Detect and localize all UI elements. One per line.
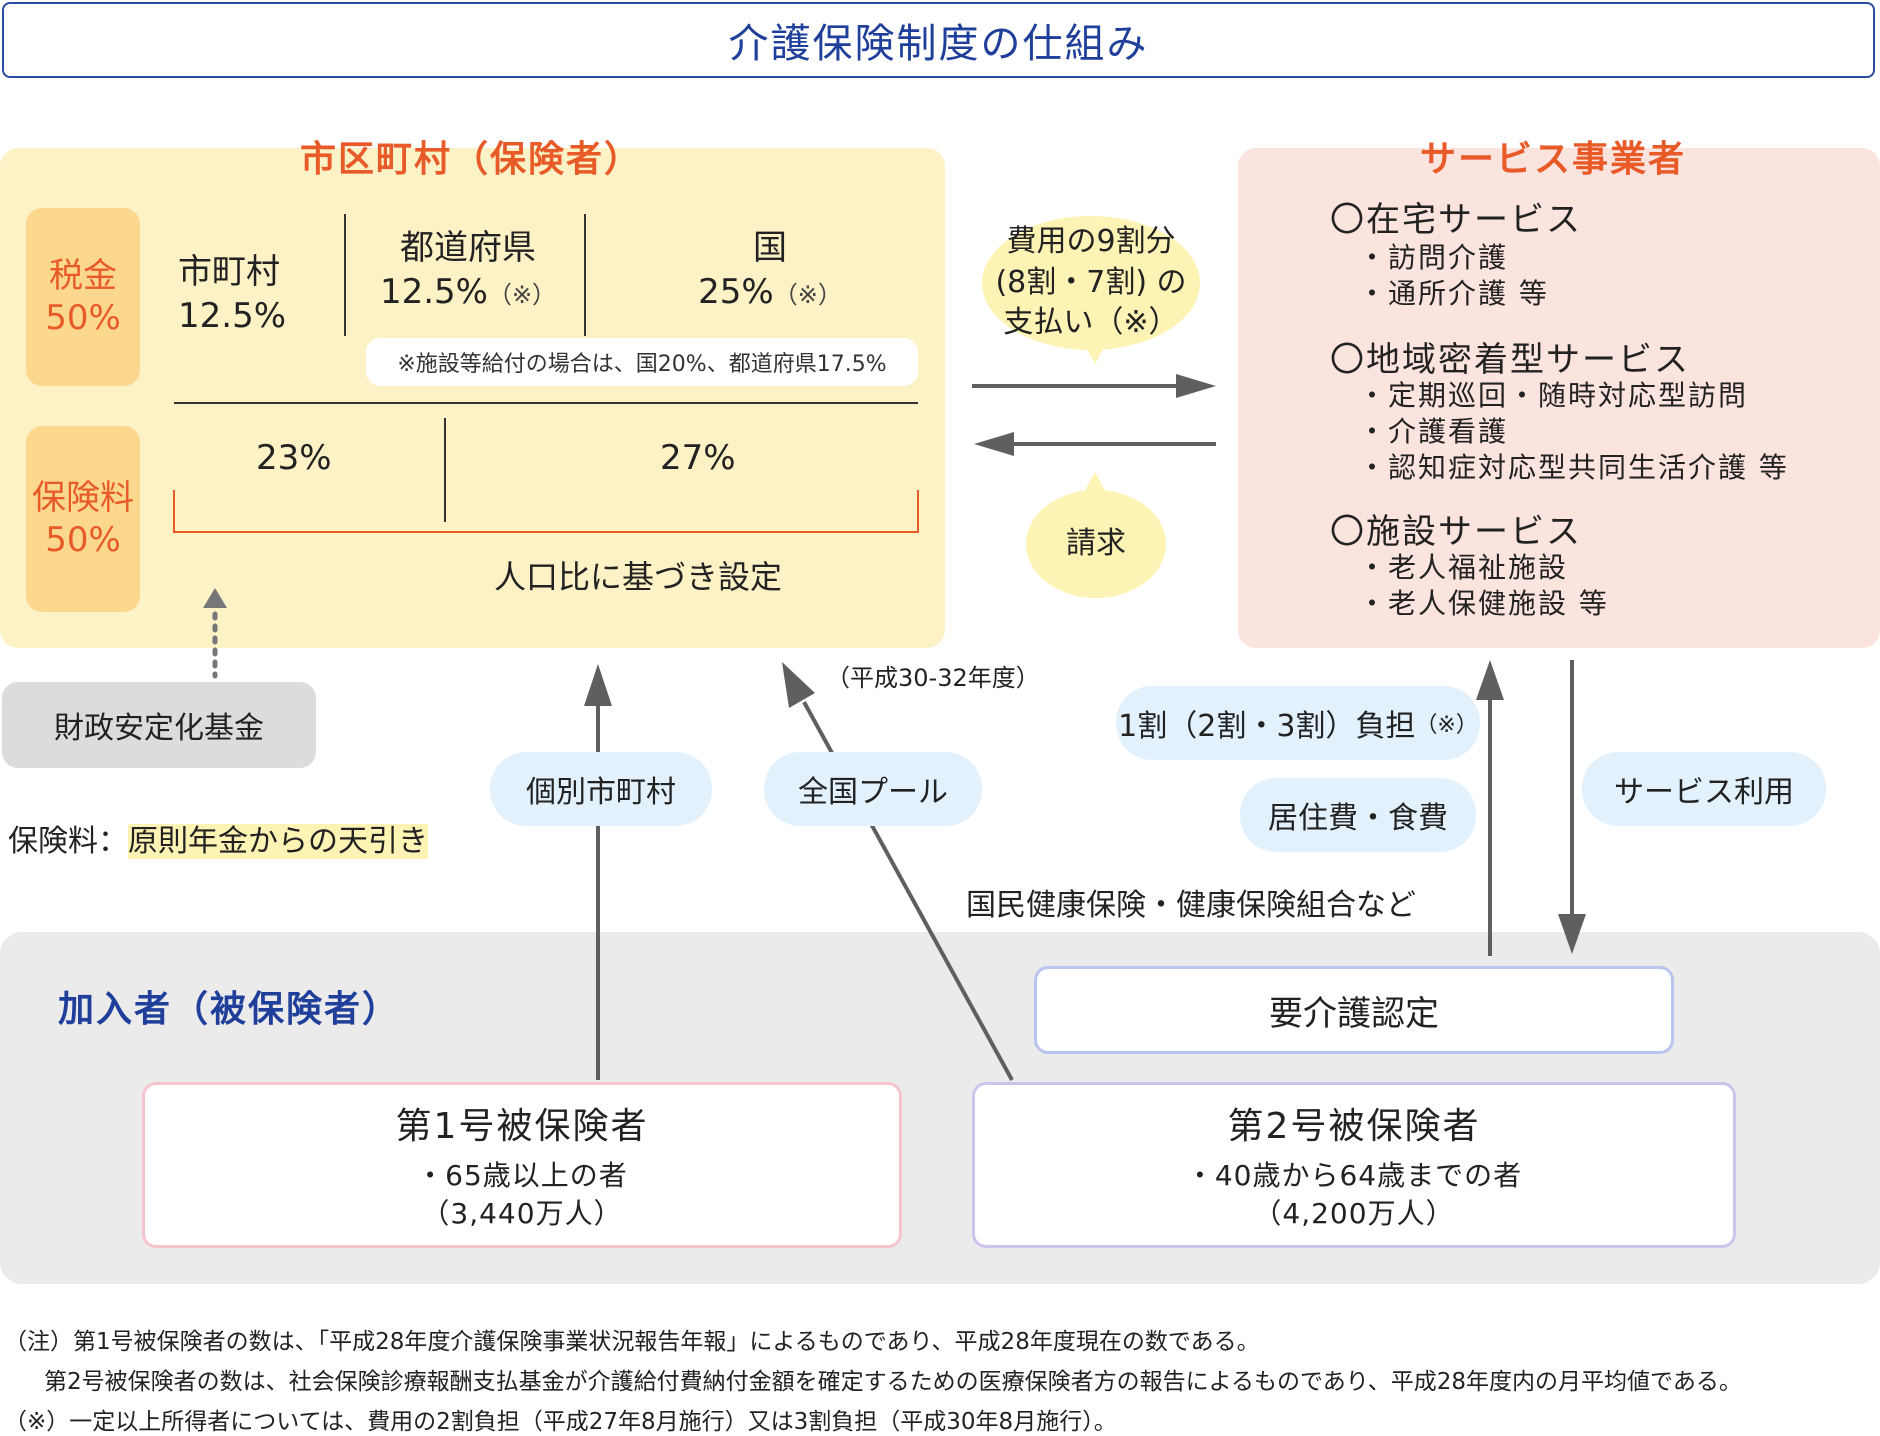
facility-note: ※施設等給付の場合は、国20%、都道府県17.5% bbox=[366, 338, 918, 386]
premium-second-pct: 27% bbox=[660, 438, 736, 478]
second-insured-title: 第2号被保険者 bbox=[1227, 1106, 1481, 1148]
divider-horizontal bbox=[174, 402, 918, 404]
service-item: ・定期巡回・随時対応型訪問 bbox=[1358, 379, 1749, 412]
premium-label: 保険料 50% bbox=[26, 426, 140, 612]
service-group-community-head: 〇地域密着型サービス bbox=[1330, 340, 1690, 380]
provider-panel bbox=[1238, 148, 1880, 648]
housing-food-pill: 居住費・食費 bbox=[1240, 778, 1476, 852]
footnote-3: （※）一定以上所得者については、費用の2割負担（平成27年8月施行）又は3割負担… bbox=[4, 1409, 1117, 1435]
payment-line-3: 支払い（※） bbox=[1003, 305, 1179, 341]
service-group-facility-head: 〇施設サービス bbox=[1330, 512, 1582, 552]
premium-label-pct: 50% bbox=[45, 520, 121, 560]
tax-label-text: 税金 bbox=[49, 255, 117, 296]
service-item: ・通所介護 等 bbox=[1358, 277, 1549, 310]
prefecture-pct: 12.5% bbox=[379, 272, 488, 313]
claim-bubble: 請求 bbox=[1026, 490, 1166, 598]
divider-vertical-1 bbox=[344, 214, 346, 336]
national-share: 国 25%（※） bbox=[600, 226, 940, 314]
payment-claim-arrows bbox=[972, 374, 1216, 456]
national-mark: （※） bbox=[773, 281, 842, 310]
municipality-name: 市町村 bbox=[178, 252, 280, 292]
copay-pill: 1割（2割・3割）負担（※） bbox=[1116, 686, 1480, 760]
divider-vertical-2 bbox=[584, 214, 586, 336]
second-insured-count: （4,200万人） bbox=[1253, 1197, 1455, 1230]
copay-mark: （※） bbox=[1415, 713, 1478, 738]
prefecture-share: 都道府県 12.5%（※） bbox=[352, 226, 584, 314]
prefecture-name: 都道府県 bbox=[400, 228, 536, 268]
first-insured-count: （3,440万人） bbox=[421, 1197, 623, 1230]
service-item: ・訪問介護 bbox=[1358, 241, 1509, 274]
population-note: 人口比に基づき設定 bbox=[494, 558, 783, 596]
first-insured-card: 第1号被保険者 ・65歳以上の者 （3,440万人） bbox=[142, 1082, 902, 1248]
tax-label: 税金 50% bbox=[26, 208, 140, 386]
service-use-pill: サービス利用 bbox=[1582, 752, 1826, 826]
tax-label-pct: 50% bbox=[45, 298, 121, 338]
national-pct: 25% bbox=[698, 272, 774, 313]
service-item: ・老人福祉施設 bbox=[1358, 551, 1569, 584]
national-pool-pill: 全国プール bbox=[764, 752, 982, 826]
copay-text: 1割（2割・3割）負担 bbox=[1118, 709, 1416, 744]
premium-label-text: 保険料 bbox=[32, 477, 134, 518]
fund-dotted-arrow bbox=[203, 588, 227, 679]
first-insured-title: 第1号被保険者 bbox=[395, 1106, 649, 1148]
premium-deduction-text: 原則年金からの天引き bbox=[128, 824, 428, 859]
municipality-share: 市町村 12.5% bbox=[178, 250, 286, 338]
municipality-pct: 12.5% bbox=[178, 296, 287, 337]
national-name: 国 bbox=[753, 228, 787, 268]
payment-bubble-tail bbox=[1082, 340, 1108, 364]
payment-bubble: 費用の9割分 (8割・7割) の 支払い（※） bbox=[982, 216, 1200, 350]
footnote-2: 第2号被保険者の数は、社会保険診療報酬支払基金が介護給付費納付金額を確定するため… bbox=[44, 1369, 1742, 1395]
first-insured-age: ・65歳以上の者 bbox=[416, 1159, 628, 1193]
divider-vertical-3 bbox=[444, 418, 446, 522]
diagram-title: 介護保険制度の仕組み bbox=[2, 2, 1875, 78]
second-insured-age: ・40歳から64歳までの者 bbox=[1185, 1159, 1523, 1193]
second-insured-card: 第2号被保険者 ・40歳から64歳までの者 （4,200万人） bbox=[972, 1082, 1736, 1248]
insurer-title: 市区町村（保険者） bbox=[300, 139, 643, 180]
service-item: ・老人保健施設 等 bbox=[1358, 587, 1609, 620]
individual-municipality-pill: 個別市町村 bbox=[490, 752, 712, 826]
health-insurance-note: 国民健康保険・健康保険組合など bbox=[966, 888, 1416, 923]
members-title: 加入者（被保険者） bbox=[58, 989, 401, 1030]
premium-first-pct: 23% bbox=[256, 438, 332, 478]
service-item: ・介護看護 bbox=[1358, 415, 1509, 448]
premium-deduction-label: 保険料： bbox=[8, 824, 128, 859]
payment-line-1: 費用の9割分 bbox=[1006, 224, 1176, 260]
premium-deduction-note: 保険料：原則年金からの天引き bbox=[8, 816, 428, 860]
insurer-panel bbox=[0, 148, 945, 648]
provider-title: サービス事業者 bbox=[1420, 139, 1687, 180]
population-bracket bbox=[173, 490, 919, 533]
prefecture-mark: （※） bbox=[487, 281, 557, 310]
period-note: （平成30-32年度） bbox=[826, 664, 1040, 692]
payment-line-2: (8割・7割) の bbox=[995, 264, 1187, 300]
service-item: ・認知症対応型共同生活介護 等 bbox=[1358, 451, 1789, 484]
service-group-home-head: 〇在宅サービス bbox=[1330, 200, 1582, 240]
care-certification-box: 要介護認定 bbox=[1034, 966, 1674, 1054]
footnote-1: （注）第1号被保険者の数は、「平成28年度介護保険事業状況報告年報」によるもので… bbox=[4, 1329, 1260, 1355]
fiscal-fund-box: 財政安定化基金 bbox=[2, 682, 316, 768]
